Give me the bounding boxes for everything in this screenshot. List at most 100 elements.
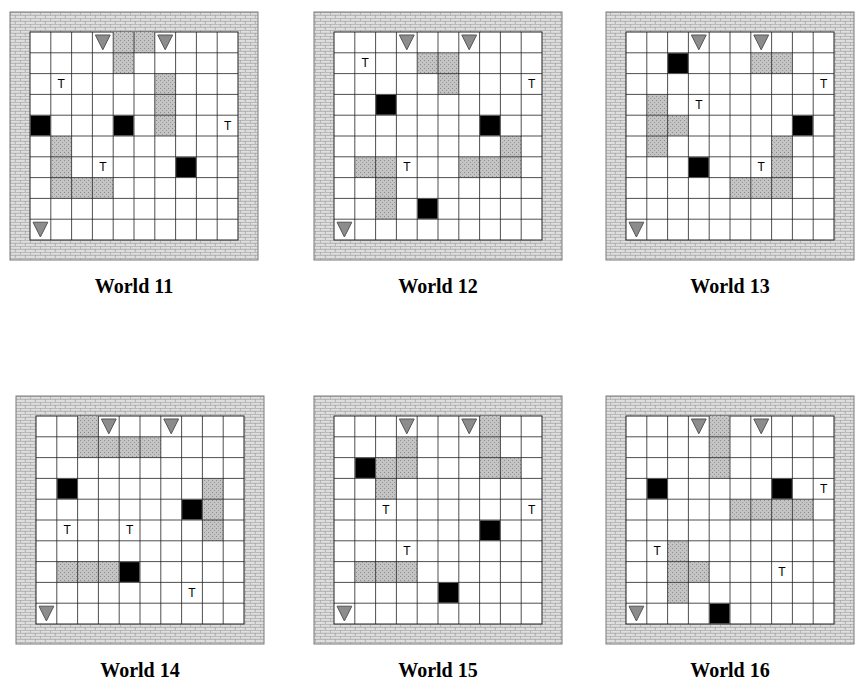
wall-cell <box>51 136 72 157</box>
wall-cell <box>78 562 99 583</box>
brick-border <box>314 12 562 260</box>
pit-cell <box>418 199 438 219</box>
wall-cell <box>772 178 793 199</box>
treasure-mark: T <box>528 78 535 90</box>
world-title: World 15 <box>398 660 477 680</box>
wall-cell <box>92 178 113 199</box>
pit-cell <box>668 53 688 73</box>
wall-cell <box>688 562 709 583</box>
pit-cell <box>710 604 730 624</box>
agent-triangle <box>691 35 706 50</box>
agent-triangle <box>164 419 179 434</box>
pit-cell <box>480 116 500 136</box>
treasure-mark: T <box>382 504 389 516</box>
treasure-mark: T <box>758 161 765 173</box>
wall-cell <box>396 562 417 583</box>
treasure-mark: T <box>820 483 827 495</box>
pit-cell <box>689 157 709 177</box>
brick-border <box>606 12 854 260</box>
pit-cell <box>355 458 375 478</box>
wall-cell <box>72 178 93 199</box>
wall-cell <box>134 32 155 53</box>
wall-cell <box>480 458 501 479</box>
world-title: World 14 <box>100 660 179 680</box>
wall-cell <box>480 437 501 458</box>
agent-triangle <box>399 35 414 50</box>
wall-cell <box>113 53 134 74</box>
wall-cell <box>647 136 668 157</box>
wall-cell <box>376 458 397 479</box>
agent-triangle <box>462 419 477 434</box>
treasure-mark: T <box>362 57 369 69</box>
wall-cell <box>772 499 793 520</box>
wall-cell <box>438 53 459 74</box>
agent-triangle <box>629 222 644 237</box>
pit-cell <box>647 479 667 499</box>
wall-cell <box>376 198 397 219</box>
wall-cell <box>500 136 521 157</box>
agent-triangle <box>337 222 352 237</box>
pit-cell <box>182 500 202 520</box>
grid-lines <box>30 32 238 240</box>
brick-border <box>16 396 264 644</box>
grid-lines <box>626 32 834 240</box>
wall-cell <box>730 178 751 199</box>
treasure-mark: T <box>695 99 702 111</box>
pit-cell <box>376 95 396 115</box>
agent-triangle <box>629 606 644 621</box>
treasure-mark: T <box>99 161 106 173</box>
wall-cell <box>751 178 772 199</box>
wall-cell <box>647 94 668 115</box>
wall-cell <box>98 437 119 458</box>
wall-cell <box>113 32 134 53</box>
wall-cell <box>78 437 99 458</box>
wall-cell <box>57 562 78 583</box>
agent-triangle <box>754 419 769 434</box>
wall-cell <box>709 416 730 437</box>
agent-triangle <box>39 606 54 621</box>
wall-cell <box>202 520 223 541</box>
treasure-mark: T <box>224 120 231 132</box>
treasure-mark: T <box>403 545 410 557</box>
agent-triangle <box>337 606 352 621</box>
grid-floor <box>36 416 244 624</box>
wall-cell <box>772 53 793 74</box>
wall-cell <box>459 157 480 178</box>
pit-cell <box>31 116 51 136</box>
treasure-mark: T <box>528 504 535 516</box>
grid-lines <box>36 416 244 624</box>
brick-border <box>314 396 562 644</box>
wall-cell <box>396 458 417 479</box>
grid-floor <box>334 32 542 240</box>
brick-border <box>10 12 258 260</box>
wall-cell <box>751 499 772 520</box>
wall-cell <box>155 94 176 115</box>
wall-cell <box>376 178 397 199</box>
agent-triangle <box>158 35 173 50</box>
wall-cell <box>376 478 397 499</box>
pit-cell <box>793 116 813 136</box>
wall-cell <box>668 562 689 583</box>
treasure-mark: T <box>188 587 195 599</box>
pit-cell <box>57 479 77 499</box>
brick-border <box>606 396 854 644</box>
wall-cell <box>647 115 668 136</box>
wall-cell <box>438 74 459 95</box>
world-title: World 11 <box>95 276 173 296</box>
wall-cell <box>668 541 689 562</box>
agent-triangle <box>691 419 706 434</box>
wall-cell <box>119 437 140 458</box>
wall-cell <box>500 157 521 178</box>
treasure-mark: T <box>820 78 827 90</box>
treasure-mark: T <box>778 566 785 578</box>
wall-cell <box>155 115 176 136</box>
wall-cell <box>751 53 772 74</box>
treasure-mark: T <box>654 545 661 557</box>
wall-cell <box>668 582 689 603</box>
wall-cell <box>51 157 72 178</box>
wall-cell <box>202 478 223 499</box>
world-title: World 12 <box>398 276 477 296</box>
wall-cell <box>202 499 223 520</box>
wall-cell <box>480 157 501 178</box>
